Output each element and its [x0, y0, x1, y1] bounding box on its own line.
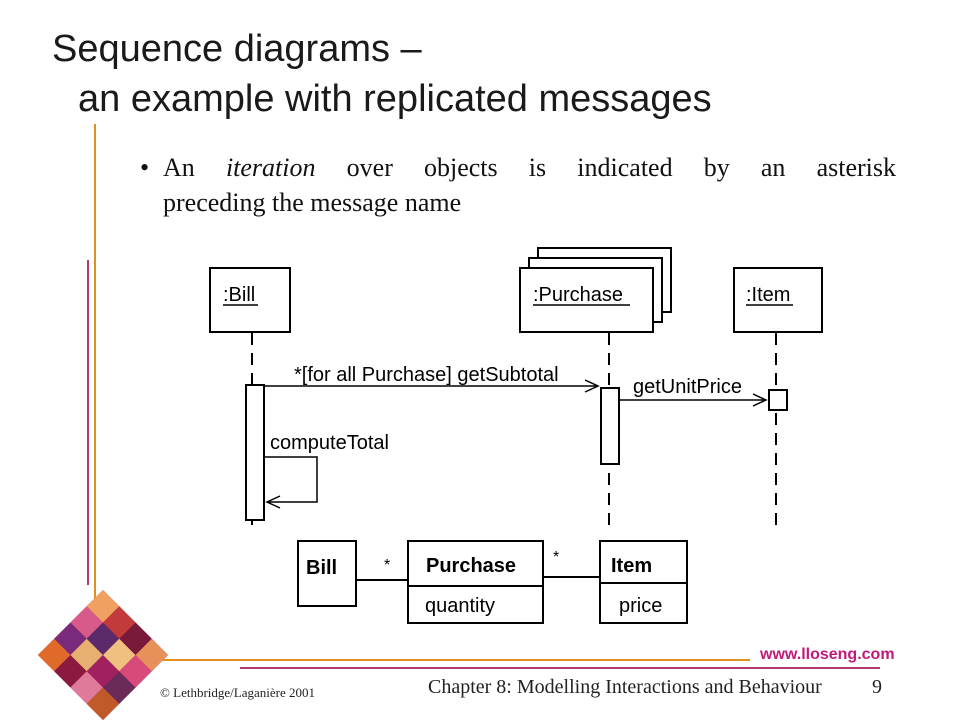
class-bill: Bill: [297, 540, 357, 607]
activation-item: [768, 389, 788, 411]
multiplicity-item: *: [553, 549, 559, 566]
class-purchase-name: Purchase: [426, 555, 516, 577]
message-computetotal-label: computeTotal: [270, 432, 389, 454]
footer-copyright: © Lethbridge/Laganière 2001: [160, 685, 315, 700]
slide-title: Sequence diagrams – an example with repl…: [52, 24, 932, 124]
bullet-line-1: An iteration over objects is indicated b…: [163, 150, 896, 185]
multiplicity-purchase: *: [384, 557, 390, 574]
bullet-text-pre: An: [163, 153, 226, 182]
class-item-name: Item: [611, 555, 652, 577]
activation-purchase: [600, 387, 620, 465]
class-item: Item price: [599, 540, 688, 624]
bullet-text-italic: iteration: [225, 153, 316, 182]
website-link[interactable]: www.lloseng.com: [760, 646, 895, 663]
bullet-point: • An iteration over objects is indicated…: [140, 150, 896, 220]
class-bill-name: Bill: [306, 557, 337, 579]
title-line-2: an example with replicated messages: [78, 78, 712, 120]
message-getsubtotal: *[for all Purchase] getSubtotal: [264, 364, 600, 393]
bullet-line-2: preceding the message name: [163, 188, 462, 217]
object-purchase-label: :Purchase: [533, 284, 623, 306]
footer-chapter: Chapter 8: Modelling Interactions and Be…: [428, 676, 822, 698]
object-bill-label: :Bill: [223, 284, 255, 306]
activation-bill: [245, 384, 265, 521]
class-purchase-attribute: quantity: [425, 595, 495, 617]
bullet-dot: •: [140, 153, 150, 182]
object-bill: :Bill: [209, 267, 291, 333]
message-computetotal: computeTotal: [264, 432, 389, 509]
class-item-attribute: price: [619, 595, 662, 617]
bullet-text-mid: over objects is indicated by an asterisk: [315, 153, 896, 182]
message-getunitprice: getUnitPrice: [619, 376, 768, 407]
object-purchase-multi: :Purchase: [519, 247, 672, 333]
message-getsubtotal-label: *[for all Purchase] getSubtotal: [294, 364, 559, 386]
object-item-label: :Item: [746, 284, 790, 306]
object-item: :Item: [733, 267, 823, 333]
page-number: 9: [872, 676, 882, 698]
message-getunitprice-label: getUnitPrice: [633, 376, 742, 398]
title-line-1: Sequence diagrams –: [52, 28, 422, 70]
class-purchase: Purchase quantity: [407, 540, 544, 624]
